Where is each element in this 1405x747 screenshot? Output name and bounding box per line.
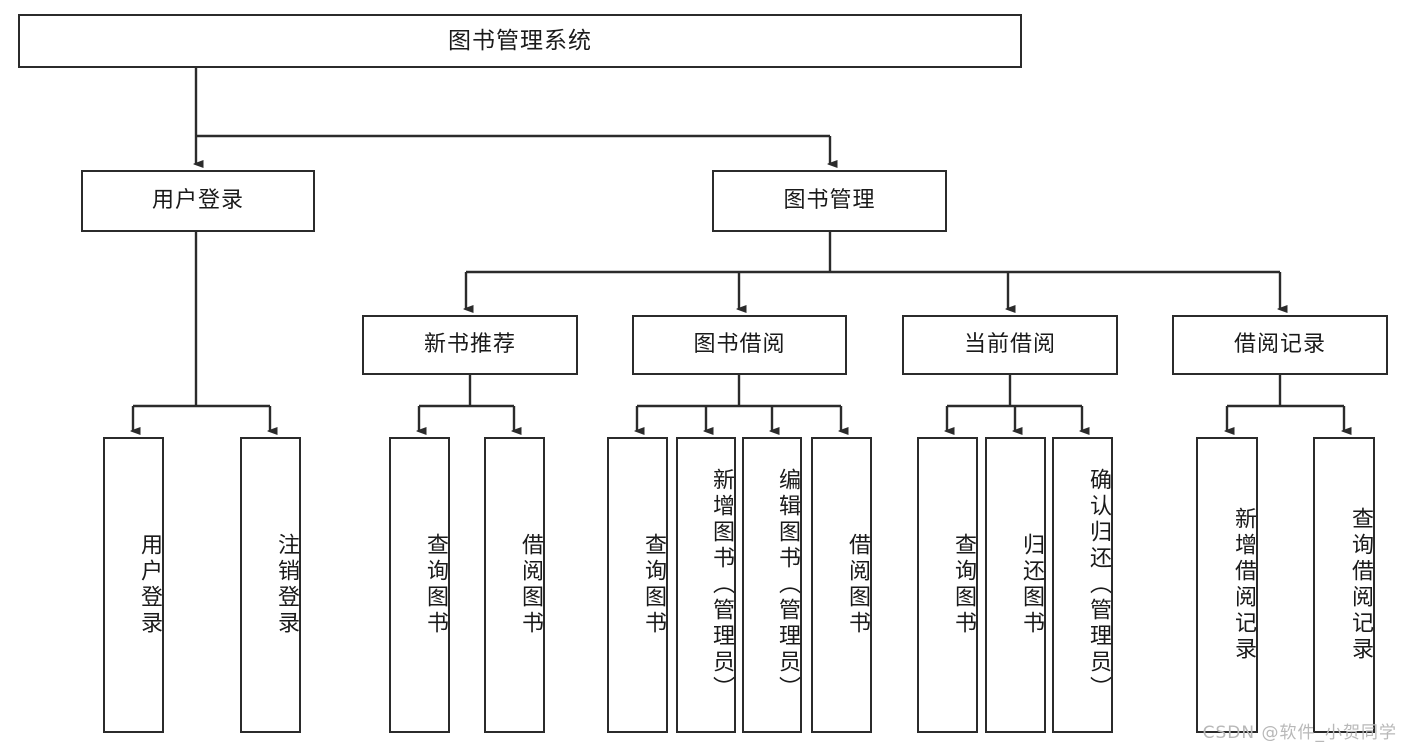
leaf-records-add-record[interactable]: 新增借阅记录: [1196, 437, 1258, 733]
node-new-book-recommend-label: 新书推荐: [423, 332, 516, 358]
leaf-records-query-record[interactable]: 查询借阅记录: [1313, 437, 1375, 733]
leaf-borrow-borrow-book[interactable]: 借阅图书: [811, 437, 872, 733]
leaf-user-login-logout[interactable]: 注销登录: [240, 437, 301, 733]
leaf-label: 新增借阅记录: [1231, 507, 1256, 663]
csdn-watermark: CSDN @软件_小贺同学: [1202, 723, 1397, 743]
leaf-label: 借阅图书: [845, 533, 870, 637]
node-current-borrow-label: 当前借阅: [963, 332, 1056, 358]
leaf-label: 编辑图书（管理员）: [775, 468, 800, 702]
node-book-management[interactable]: 图书管理: [712, 170, 947, 232]
node-current-borrow[interactable]: 当前借阅: [902, 315, 1118, 375]
leaf-label: 查询图书: [423, 533, 448, 637]
node-book-borrow[interactable]: 图书借阅: [632, 315, 847, 375]
leaf-current-confirm-return-admin[interactable]: 确认归还（管理员）: [1052, 437, 1113, 733]
leaf-borrow-query-book[interactable]: 查询图书: [607, 437, 668, 733]
leaf-label: 查询图书: [951, 533, 976, 637]
leaf-label: 借阅图书: [518, 533, 543, 637]
leaf-new-book-query[interactable]: 查询图书: [389, 437, 450, 733]
node-user-login-label: 用户登录: [151, 188, 244, 214]
node-borrow-records-label: 借阅记录: [1233, 332, 1326, 358]
leaf-new-book-borrow[interactable]: 借阅图书: [484, 437, 545, 733]
leaf-current-return-book[interactable]: 归还图书: [985, 437, 1046, 733]
leaf-label: 归还图书: [1019, 533, 1044, 637]
node-book-management-label: 图书管理: [783, 188, 876, 214]
leaf-label: 查询图书: [641, 533, 666, 637]
leaf-label: 注销登录: [274, 533, 299, 637]
leaf-borrow-edit-book-admin[interactable]: 编辑图书（管理员）: [742, 437, 802, 733]
node-root-label: 图书管理系统: [448, 27, 592, 54]
node-borrow-records[interactable]: 借阅记录: [1172, 315, 1388, 375]
node-user-login[interactable]: 用户登录: [81, 170, 315, 232]
leaf-borrow-add-book-admin[interactable]: 新增图书（管理员）: [676, 437, 736, 733]
leaf-label: 确认归还（管理员）: [1086, 468, 1111, 702]
node-root-library-system[interactable]: 图书管理系统: [18, 14, 1022, 68]
leaf-current-query-book[interactable]: 查询图书: [917, 437, 978, 733]
node-new-book-recommend[interactable]: 新书推荐: [362, 315, 578, 375]
node-book-borrow-label: 图书借阅: [693, 332, 786, 358]
leaf-label: 查询借阅记录: [1348, 507, 1373, 663]
leaf-user-login-login[interactable]: 用户登录: [103, 437, 164, 733]
leaf-label: 用户登录: [137, 533, 162, 637]
leaf-label: 新增图书（管理员）: [709, 468, 734, 702]
